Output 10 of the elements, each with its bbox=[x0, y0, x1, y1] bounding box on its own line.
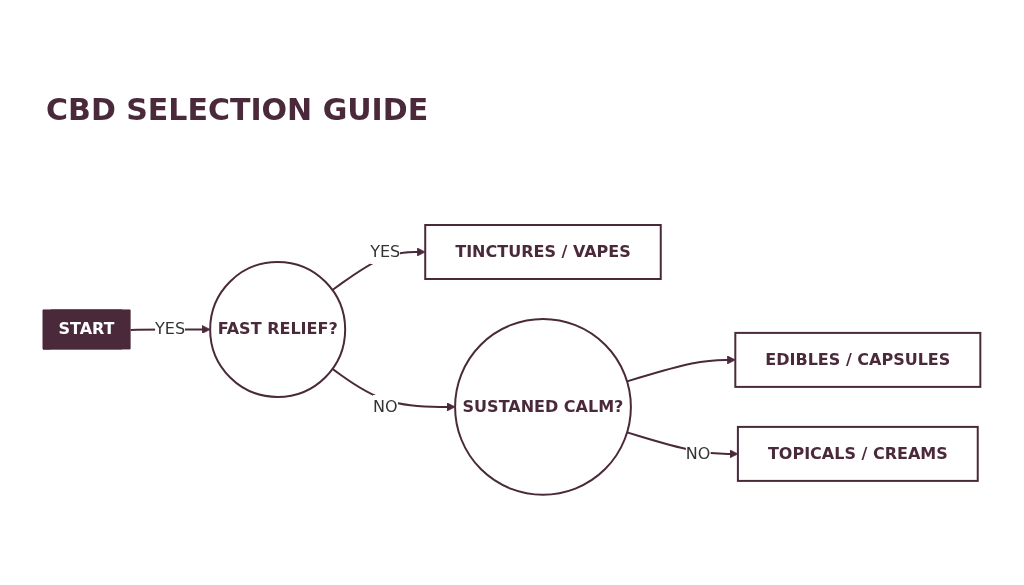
edge-label: NO bbox=[686, 443, 711, 463]
edge-label: YES bbox=[370, 242, 401, 262]
node-box: TOPICALS / CREAMS bbox=[737, 426, 980, 482]
node-circle: FAST RELIEF? bbox=[209, 261, 347, 399]
title: CBD SELECTION GUIDE bbox=[46, 92, 429, 127]
node-box: EDIBLES / CAPSULES bbox=[734, 332, 982, 388]
edge-label: YES bbox=[155, 319, 186, 339]
node-circle: SUSTANED CALM? bbox=[454, 318, 633, 496]
node-box: TINCTURES / VAPES bbox=[424, 224, 663, 281]
edge-label: NO bbox=[373, 396, 398, 416]
